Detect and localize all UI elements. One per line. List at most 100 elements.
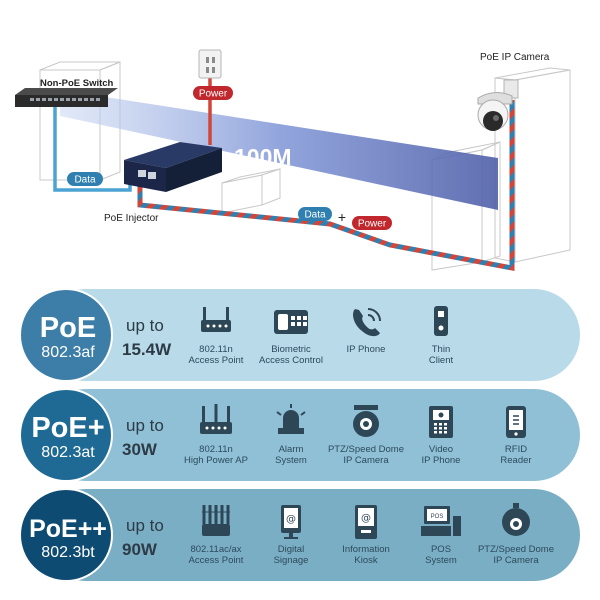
device-label: IP Phone [422, 455, 461, 466]
network-illustration: 100M Power [15, 49, 571, 272]
standard-code: 802.3af [41, 344, 95, 361]
access-point-icon [201, 307, 231, 332]
device-label: Client [429, 355, 454, 366]
box-center [221, 168, 281, 214]
poe-cable [137, 100, 515, 272]
up-to-label: up to [126, 316, 164, 335]
device-label: Information [342, 544, 390, 555]
device-label: Biometric [271, 344, 311, 355]
watt-value: 15.4W [122, 340, 172, 359]
row-band [40, 289, 580, 381]
standard-code: 802.3at [41, 444, 95, 461]
ac-ax-ap-icon [202, 505, 230, 536]
up-to-label: up to [126, 416, 164, 435]
row-band [40, 489, 580, 581]
standard-name: PoE [40, 312, 96, 344]
device-label: IP Camera [493, 555, 539, 566]
device-label: PTZ/Speed Dome [478, 544, 554, 555]
svg-text:Data: Data [304, 210, 326, 221]
device-label: RFID [505, 444, 527, 455]
thin-client-icon [434, 306, 448, 336]
device-label: Thin [432, 344, 450, 355]
device-label: Signage [274, 555, 309, 566]
digital-signage-icon: @ [281, 505, 301, 539]
non-poe-switch [15, 88, 118, 107]
switch-label: Non-PoE Switch [40, 78, 114, 89]
device-label: Video [429, 444, 453, 455]
data-power-tag: Data + Power [298, 207, 392, 230]
rfid-reader-icon [506, 406, 526, 438]
standard-badge [19, 488, 113, 582]
camera-label: PoE IP Camera [480, 52, 550, 63]
speed-label: 100M [234, 144, 292, 170]
up-to-label: up to [126, 516, 164, 535]
device-label: Access Point [189, 555, 244, 566]
alarm-icon [276, 404, 306, 434]
svg-text:Power: Power [358, 219, 387, 230]
device-label: Reader [500, 455, 531, 466]
speed-beam [60, 90, 498, 210]
speed-dome-icon [502, 503, 530, 536]
power-outlet [198, 49, 222, 79]
video-phone-icon [429, 406, 453, 438]
device-label: Alarm [279, 444, 304, 455]
ptz-dome-camera [477, 79, 519, 131]
device-label: POS [431, 544, 451, 555]
watt-value: 90W [122, 540, 158, 559]
device-label: Kiosk [354, 555, 377, 566]
device-ip-phone: IP Phone [347, 308, 386, 355]
standard-name: PoE+ [31, 412, 104, 444]
device-label: Digital [278, 544, 304, 555]
svg-text:@: @ [286, 514, 296, 525]
standard-badge [19, 288, 113, 382]
svg-text:Power: Power [199, 89, 228, 100]
device-label: System [275, 455, 307, 466]
standard-badge [19, 388, 113, 482]
standard-name: PoE++ [29, 515, 107, 543]
info-kiosk-icon: @ [355, 505, 377, 539]
pos-screen-text: POS [431, 514, 444, 520]
row-band [40, 389, 580, 481]
pos-icon: POS [421, 506, 461, 536]
biometric-icon [274, 310, 308, 334]
power-tag: Power [193, 86, 233, 100]
device-label: System [425, 555, 457, 566]
svg-text:@: @ [361, 513, 371, 524]
watt-value: 30W [122, 440, 158, 459]
device-label: 802.11n [199, 344, 233, 355]
device-label: PTZ/Speed Dome [328, 444, 404, 455]
ptz-camera-icon [353, 405, 379, 437]
data-tag: Data [67, 172, 103, 186]
standard-code: 802.3bt [41, 544, 95, 561]
device-label: IP Phone [347, 344, 386, 355]
ip-phone-icon [353, 308, 381, 337]
high-power-ap-icon [200, 404, 232, 434]
svg-text:Data: Data [74, 175, 96, 186]
poe-injector [124, 142, 222, 192]
device-label: 802.11ac/ax [190, 544, 241, 555]
injector-label: PoE Injector [104, 213, 159, 224]
device-label: Access Control [259, 355, 323, 366]
device-label: Access Point [189, 355, 244, 366]
device-label: High Power AP [184, 455, 248, 466]
svg-text:+: + [338, 209, 346, 225]
device-label: IP Camera [343, 455, 389, 466]
